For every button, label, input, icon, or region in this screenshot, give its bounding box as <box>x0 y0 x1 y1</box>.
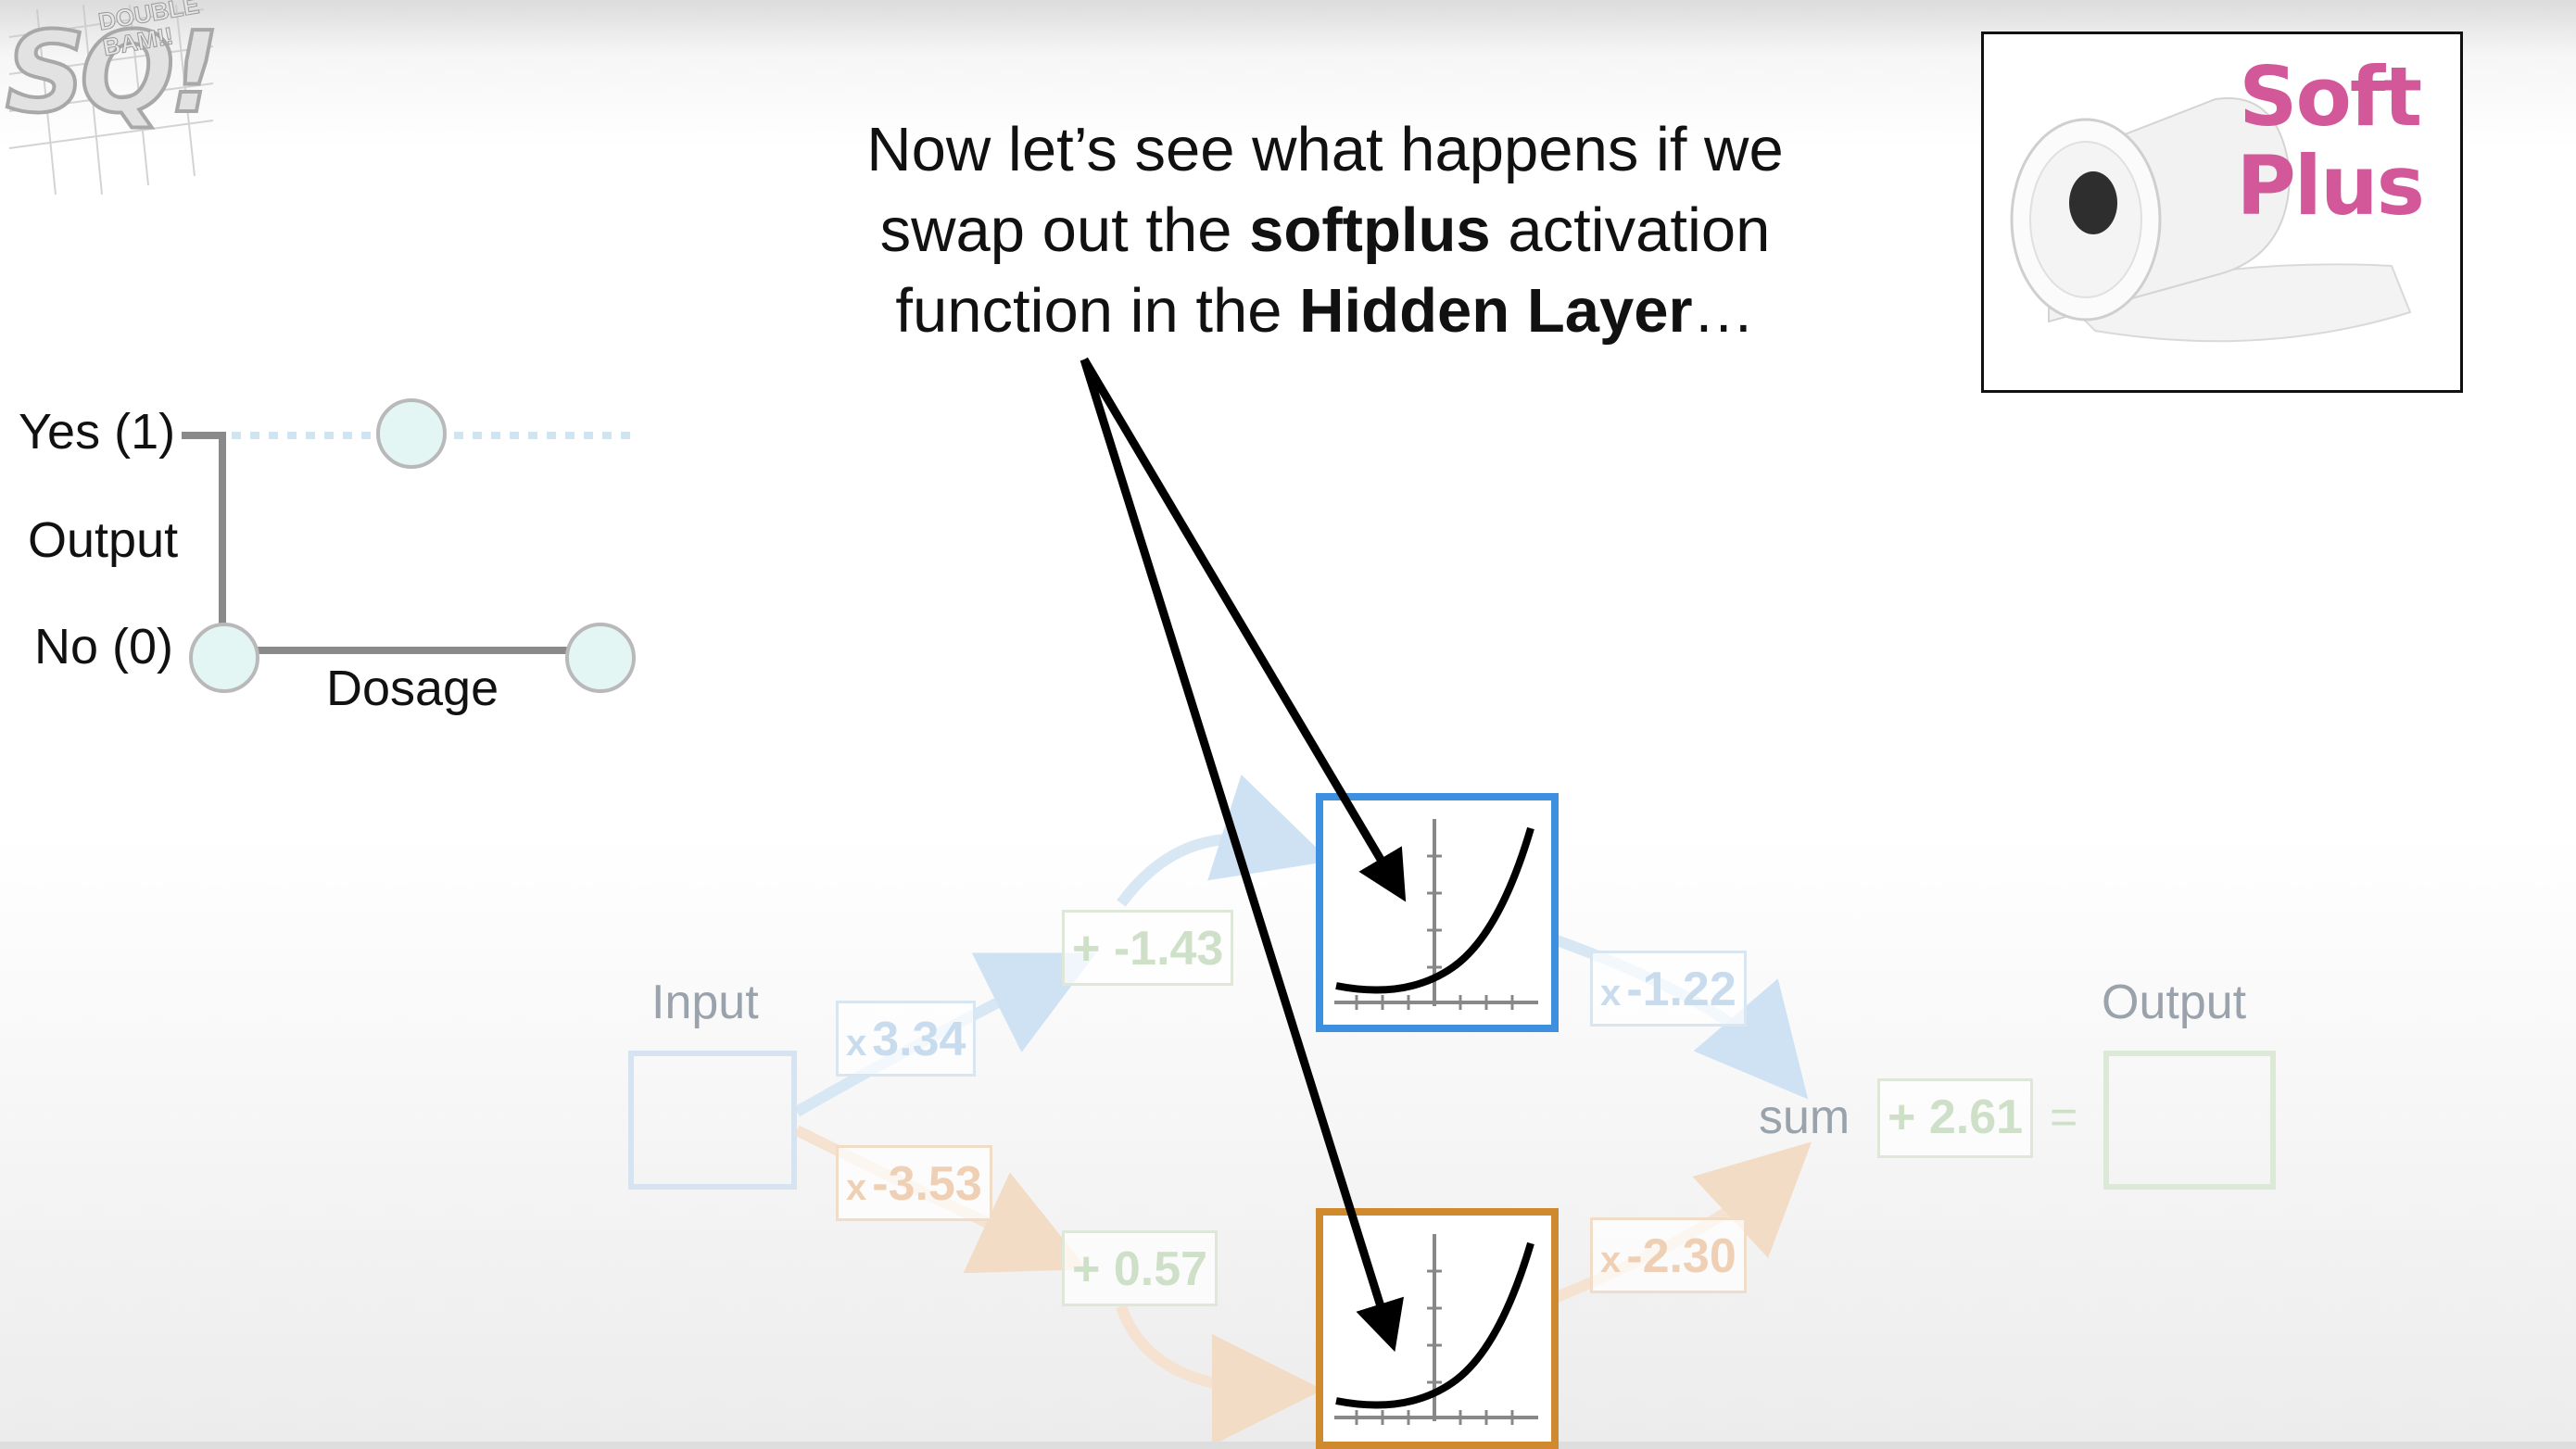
network-output-label: Output <box>2102 976 2247 1029</box>
dosage-label: Dosage <box>326 661 499 716</box>
caption-hidden-layer: Hidden Layer <box>1299 276 1693 346</box>
output-axis-label: Output <box>28 512 179 568</box>
caption: Now let’s see what happens if we swap ou… <box>723 109 1927 351</box>
yes-label: Yes (1) <box>19 404 176 460</box>
softplus-card-text: Soft Plus <box>2236 49 2425 233</box>
small-graph <box>182 398 639 693</box>
network-input-box <box>628 1051 797 1190</box>
caption-line-2: swap out the softplus activation <box>879 195 1771 265</box>
caption-line-1: Now let’s see what happens if we <box>866 115 1784 184</box>
bias-top: + -1.43 <box>1062 910 1234 986</box>
weight-top-out: x-1.22 <box>1590 951 1747 1027</box>
bias-bot: + 0.57 <box>1062 1230 1219 1306</box>
toilet-paper-icon <box>2010 97 2412 343</box>
equals-sign: = <box>2050 1090 2078 1144</box>
caption-softplus: softplus <box>1249 195 1491 265</box>
network-output-box <box>2103 1051 2276 1190</box>
hidden-node-top <box>1316 793 1559 1032</box>
network-input-label: Input <box>651 976 759 1029</box>
graph-point-no-right <box>565 623 636 693</box>
no-label: No (0) <box>34 619 174 674</box>
caption-line-3: function in the Hidden Layer… <box>895 276 1755 346</box>
logo-text: SQ! <box>4 7 221 140</box>
softplus-curve-icon <box>1334 1234 1538 1425</box>
weight-bot-out: x-2.30 <box>1590 1217 1747 1293</box>
edge-bot-bias <box>1116 1304 1323 1442</box>
graph-point-yes <box>376 398 447 469</box>
graph-point-no-left <box>189 623 259 693</box>
softplus-curve-icon <box>1334 819 1538 1010</box>
sum-label: sum <box>1759 1090 1850 1144</box>
hidden-node-bottom <box>1316 1208 1559 1449</box>
softplus-card: Soft Plus <box>1981 32 2463 393</box>
bias-final: + 2.61 <box>1877 1078 2034 1158</box>
weight-bot-in: x-3.53 <box>836 1145 992 1221</box>
edge-top-bias <box>1117 775 1331 907</box>
logo: SQ! DOUBLE BAM!! <box>0 0 222 204</box>
